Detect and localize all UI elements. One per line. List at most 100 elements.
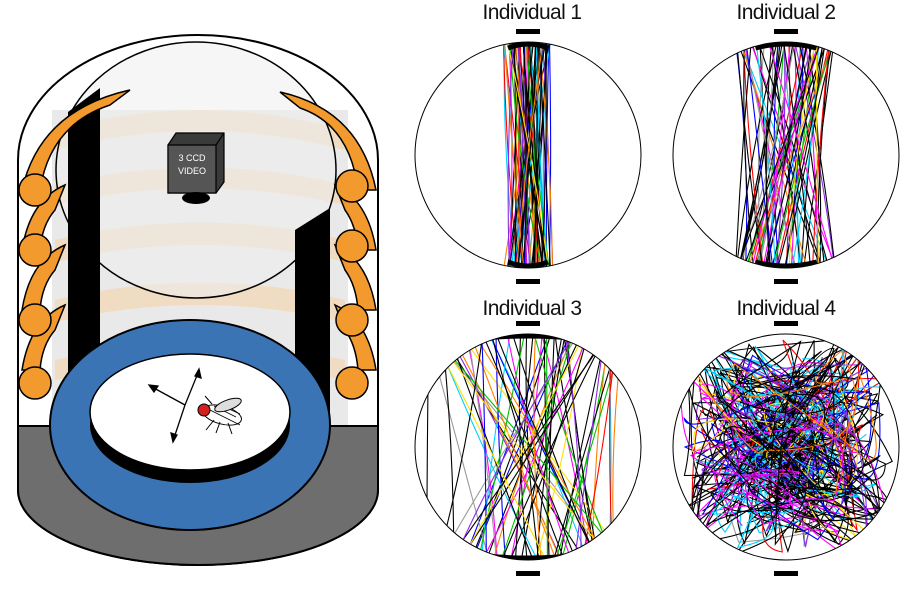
trajectory-path <box>742 42 764 268</box>
trajectory-path <box>681 349 877 496</box>
panel-title-2: Individual 2 <box>736 1 836 24</box>
camera-label-line2: VIDEO <box>178 166 206 176</box>
trajectory-path <box>515 42 544 268</box>
stripe-marker-top <box>774 29 798 34</box>
stripe-marker-bottom <box>774 279 798 284</box>
trajectory-path <box>465 334 498 560</box>
trajectory-path <box>574 334 606 560</box>
trajectory-path <box>514 334 534 560</box>
trajectory-path <box>432 334 614 560</box>
fixation-cluster-bottom <box>507 259 549 268</box>
trajectory-path <box>791 42 826 268</box>
trajectory-path <box>453 334 575 560</box>
stripe-marker-top <box>774 321 798 326</box>
fly-icon <box>197 395 242 435</box>
trajectory-path <box>554 334 598 560</box>
trajectory-path <box>546 334 548 560</box>
trajectory-path <box>532 42 543 268</box>
trajectory-path <box>691 340 892 547</box>
trajectory-path <box>467 334 498 560</box>
trajectory-path <box>495 334 506 560</box>
trajectory-path <box>525 334 540 560</box>
trajectory-path <box>775 42 786 268</box>
trajectory-path <box>735 42 778 268</box>
trajectory-path <box>564 334 582 560</box>
trajectory-path <box>478 334 526 560</box>
trajectory-path <box>503 42 532 268</box>
trajectory-path <box>481 334 590 560</box>
right-coil-stack <box>279 91 377 400</box>
trajectory-path <box>507 42 514 268</box>
trajectory-plot-1 <box>414 29 642 284</box>
trajectory-path <box>612 334 624 560</box>
trajectory-path <box>543 334 550 560</box>
trajectory-plot-2 <box>672 29 900 284</box>
trajectory-path <box>501 334 607 560</box>
trajectory-path <box>535 334 584 560</box>
trajectory-path <box>745 42 774 268</box>
arena-outline <box>414 333 642 561</box>
stripe-marker-top <box>516 321 540 326</box>
direction-arrows-icon <box>147 367 202 444</box>
trajectory-lines <box>426 334 627 560</box>
trajectory-path <box>736 42 822 268</box>
trajectory-path <box>751 42 821 268</box>
trajectory-path <box>581 334 618 560</box>
stripe-marker-bottom <box>516 279 540 284</box>
trajectory-path <box>767 42 836 268</box>
trajectory-path <box>777 42 826 268</box>
trajectory-path <box>765 42 773 268</box>
trajectory-path <box>535 42 549 268</box>
trajectory-path <box>460 334 586 560</box>
video-camera-icon: 3 CCD VIDEO <box>167 132 225 204</box>
trajectory-path <box>431 334 624 560</box>
trajectory-path <box>743 42 755 268</box>
trajectory-path <box>815 42 819 268</box>
fixation-cluster-top <box>754 42 818 51</box>
trajectory-path <box>518 334 528 560</box>
panel-title-1: Individual 1 <box>482 1 582 24</box>
fixation-cluster-top <box>466 334 590 343</box>
fixation-cluster-bottom <box>754 259 818 268</box>
trajectory-plot-3 <box>414 321 642 576</box>
trajectory-lines <box>502 42 554 268</box>
trajectory-path <box>538 42 551 268</box>
trajectory-path <box>798 42 836 268</box>
trajectory-path <box>794 42 836 268</box>
trajectory-path <box>481 334 487 560</box>
fixation-cluster-top <box>507 42 549 51</box>
left-coil-stack <box>18 89 131 400</box>
trajectory-path <box>509 334 589 560</box>
left-black-bar <box>68 88 100 402</box>
stripe-marker-bottom <box>516 571 540 576</box>
trajectory-path <box>739 346 891 520</box>
trajectory-path <box>773 42 834 268</box>
trajectory-path <box>513 42 525 268</box>
trajectory-lines <box>735 42 837 268</box>
fly-platform <box>89 353 291 471</box>
arena-outline <box>672 41 900 269</box>
trajectory-path <box>541 42 547 268</box>
arena-outline <box>414 41 642 269</box>
fixation-cluster-bottom <box>466 551 590 560</box>
trajectory-path <box>521 42 534 268</box>
trajectory-path <box>469 334 557 560</box>
trajectory-path <box>816 42 832 268</box>
trajectory-path <box>744 42 797 268</box>
trajectory-path <box>495 334 599 560</box>
trajectory-path <box>783 42 812 268</box>
flight-arena-illustration: 3 CCD VIDEO <box>17 34 379 566</box>
trajectory-path <box>533 334 542 560</box>
trajectory-plot-4 <box>672 321 900 576</box>
stripe-marker-bottom <box>774 571 798 576</box>
trajectory-path <box>764 42 809 268</box>
trajectory-path <box>448 334 534 560</box>
trajectory-path <box>689 428 844 555</box>
trajectory-path <box>791 42 820 268</box>
trajectory-path <box>473 334 608 560</box>
trajectory-path <box>764 42 813 268</box>
trajectory-path <box>701 358 873 477</box>
trajectory-path <box>490 334 565 560</box>
